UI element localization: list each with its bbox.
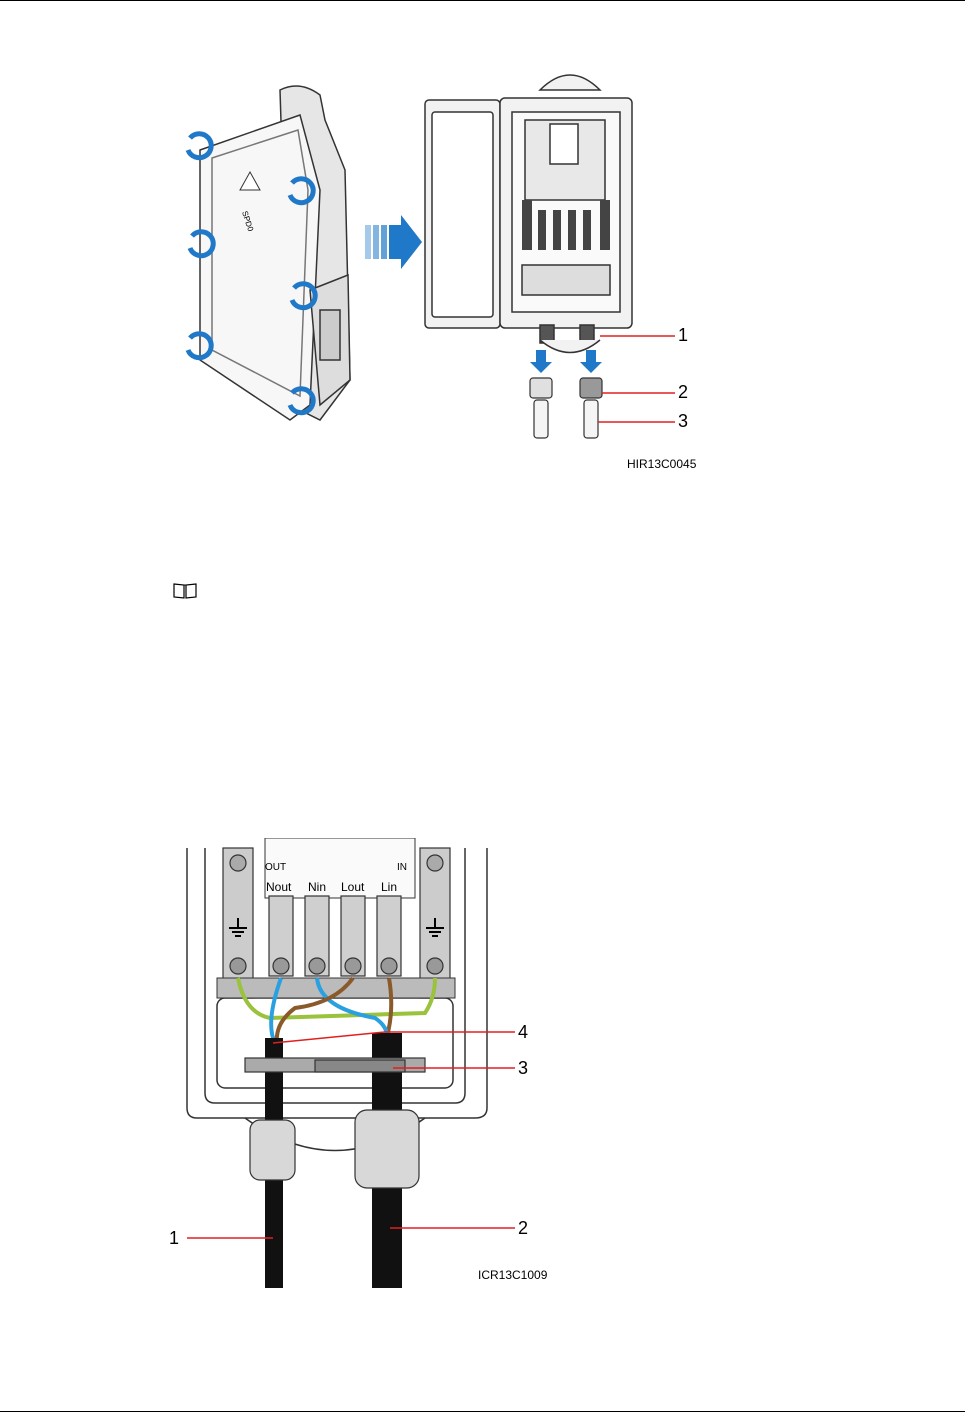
footer-rule <box>0 1411 965 1412</box>
figure-code: HIR13C0045 <box>627 457 696 471</box>
open-spd-box <box>425 75 632 353</box>
cable-gland-parts <box>530 378 602 438</box>
closed-spd-box <box>200 86 350 420</box>
callout-1: 1 <box>678 325 688 346</box>
header-rule <box>0 0 965 1</box>
terminal-label-lout: Lout <box>341 880 364 894</box>
callout-4: 4 <box>518 1022 528 1043</box>
cable-glands <box>250 1110 419 1188</box>
port-in-label: IN <box>397 862 407 873</box>
figure-2: OUT IN Nout Nin Lout Lin 1 2 3 4 ICR13C1… <box>165 838 565 1288</box>
terminal-label-nin: Nin <box>308 880 326 894</box>
phase-terminals <box>230 896 443 976</box>
down-arrow-icons <box>530 350 602 373</box>
figure-1-illustration: SPD0 <box>160 60 720 480</box>
figure-2-illustration <box>165 838 565 1288</box>
callout-2: 2 <box>518 1218 528 1239</box>
terminal-label-lin: Lin <box>381 880 397 894</box>
callout-lines <box>598 336 675 422</box>
port-out-label: OUT <box>265 862 286 873</box>
figure-1: SPD0 <box>160 60 720 480</box>
transition-arrow-icon <box>365 215 422 269</box>
callout-1: 1 <box>169 1228 179 1249</box>
terminal-label-nout: Nout <box>266 880 291 894</box>
callout-3: 3 <box>678 411 688 432</box>
note-book-icon <box>172 582 198 600</box>
cable-clamp <box>245 1058 425 1072</box>
callout-3: 3 <box>518 1058 528 1079</box>
callout-2: 2 <box>678 382 688 403</box>
figure-code: ICR13C1009 <box>478 1268 547 1282</box>
